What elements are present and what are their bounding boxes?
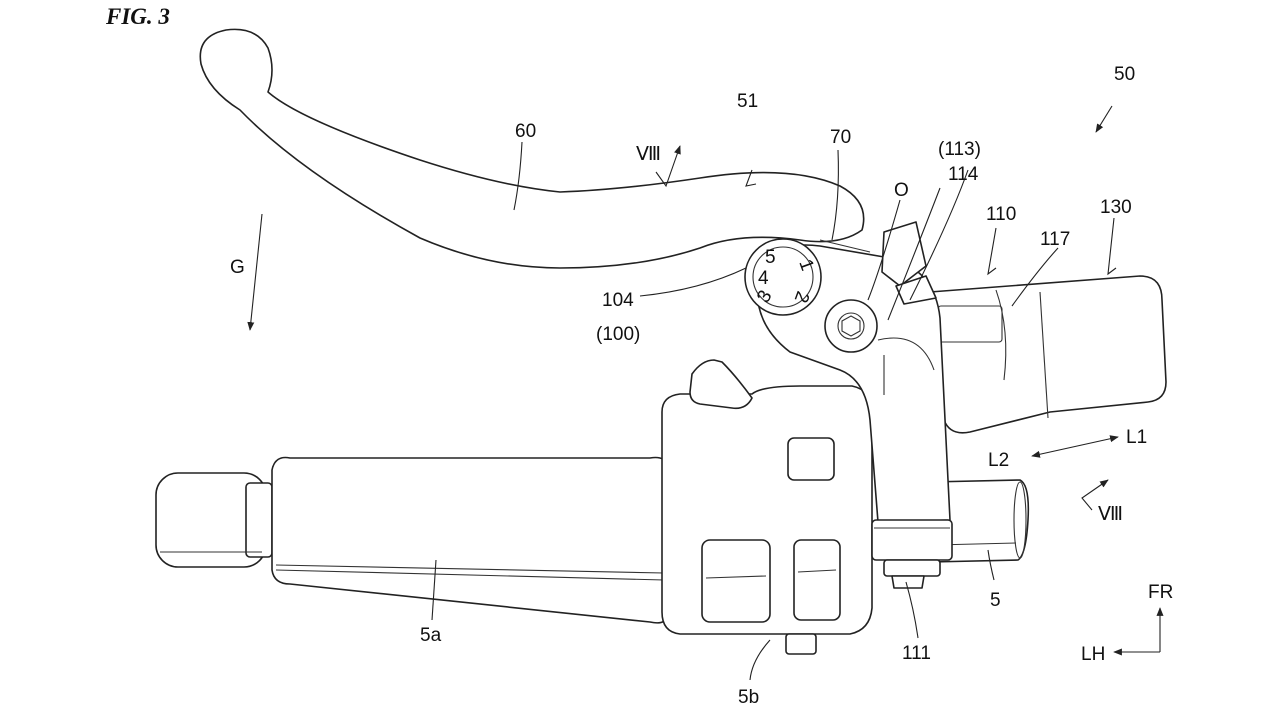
label-117: 117 [1040,229,1070,250]
label-L1: L1 [1126,427,1147,448]
figure-title: FIG. 3 [106,4,170,29]
adjuster-dial-104 [744,238,822,316]
handlebar-pipe [929,479,1030,563]
label-70: 70 [830,127,851,148]
label-104: 104 [602,290,634,311]
label-51: 51 [737,91,758,112]
label-VIII-bottom: Ⅷ [1098,504,1123,525]
label-5b: 5b [738,687,759,708]
dial-number-4: 4 [758,268,769,289]
dial-number-5: 5 [765,247,776,268]
label-VIII-top: Ⅷ [636,144,661,165]
label-113: (113) [938,139,981,160]
label-G: G [230,257,245,278]
master-cylinder-110 [929,275,1167,434]
label-100: (100) [596,324,640,345]
label-60: 60 [515,121,536,142]
grip-end-cap [155,472,273,568]
pivot-bolt [824,299,878,353]
label-50: 50 [1114,64,1135,85]
label-111: 111 [902,643,931,664]
label-FR: FR [1148,582,1173,603]
lever-bracket [756,244,953,589]
switch-housing-5b [661,359,873,655]
grip-5a [271,456,669,624]
brake-lever-60 [199,28,871,269]
direction-arrows [247,105,1164,656]
label-5a: 5a [420,625,442,646]
label-L2: L2 [988,450,1009,471]
leader-lines [431,141,1117,681]
reference-labels: 50 51 60 70 (113) 114 O 110 117 130 G 10… [230,64,1173,708]
label-LH: LH [1081,644,1105,665]
label-O: O [894,180,909,201]
label-110: 110 [986,204,1016,225]
label-114: 114 [948,164,979,185]
label-5: 5 [990,590,1001,611]
label-130: 130 [1100,197,1132,218]
lever-tab-114 [881,221,937,305]
